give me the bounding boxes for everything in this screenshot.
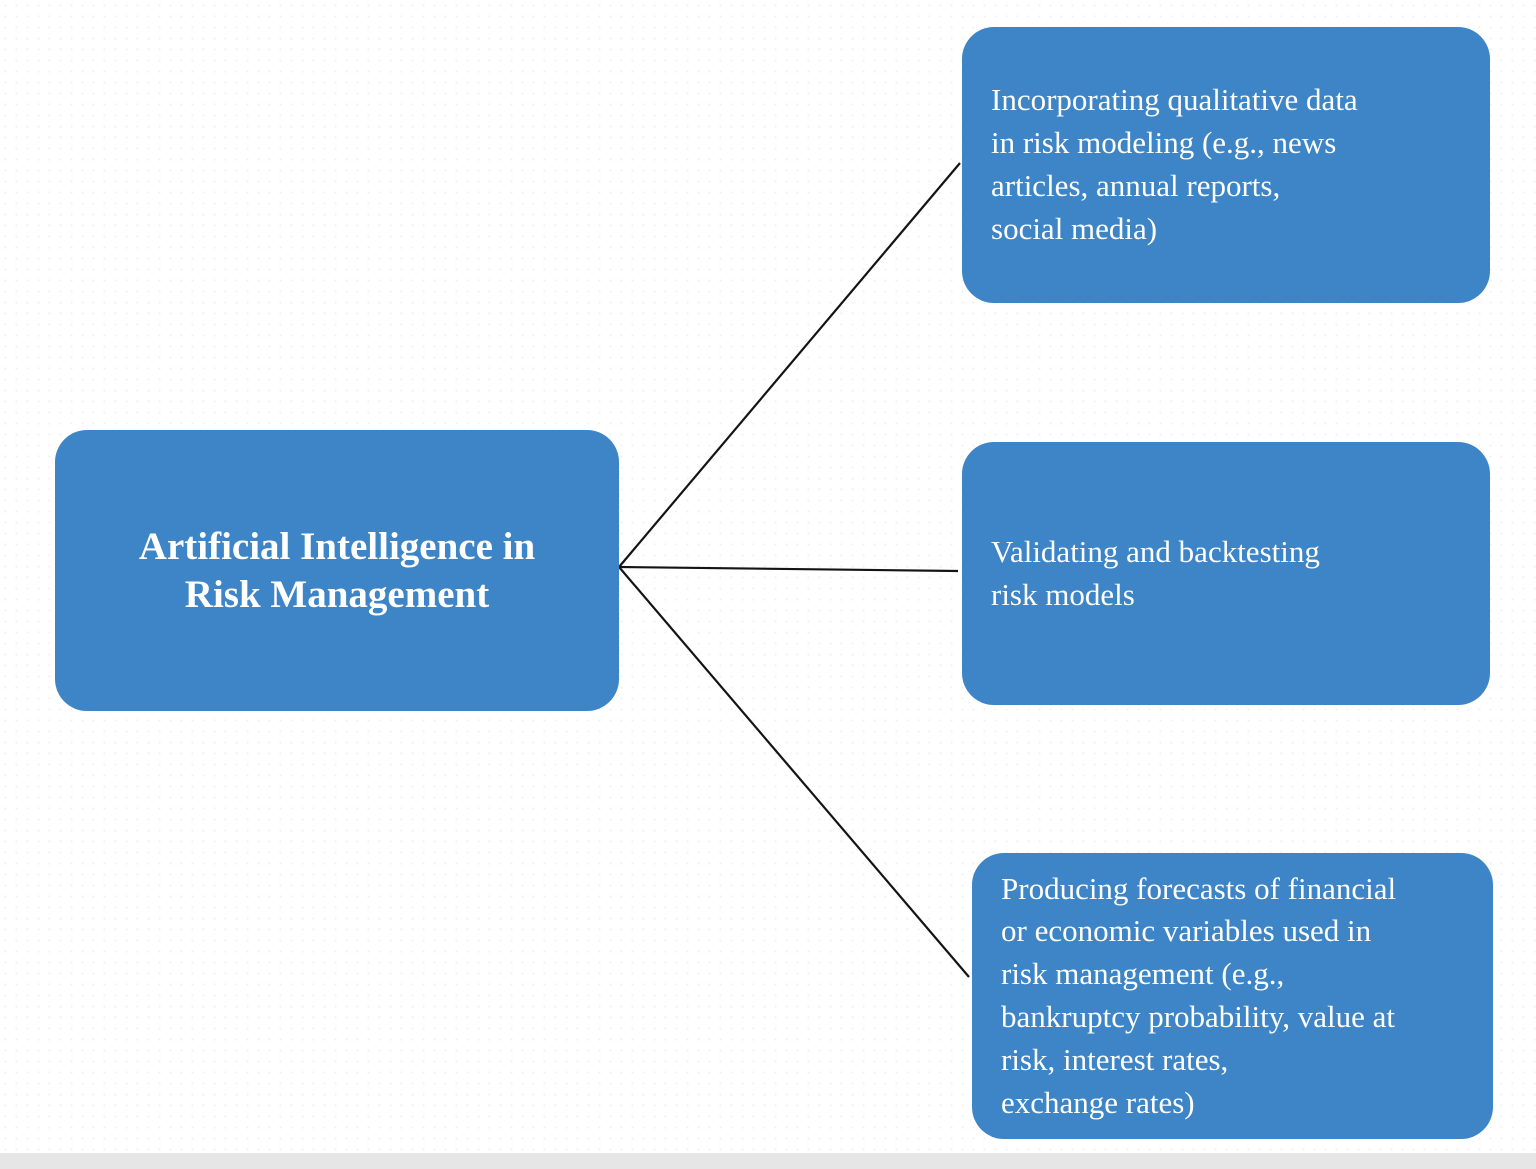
branch-node-qualitative-data: Incorporating qualitative data in risk m…	[962, 27, 1490, 303]
branch-node-text-line: risk models	[991, 576, 1135, 612]
root-node-ai-risk-management: Artificial Intelligence in Risk Manageme…	[55, 430, 619, 711]
branch-node-text-line: risk management (e.g.,	[1001, 956, 1285, 992]
connector-line-top	[618, 162, 961, 568]
branch-node-producing-forecasts: Producing forecasts of financial or econ…	[972, 853, 1493, 1139]
branch-node-text-line: or economic variables used in	[1001, 913, 1372, 949]
branch-node-text-line: Validating and backtesting	[991, 533, 1320, 569]
branch-node-text-line: risk, interest rates,	[1001, 1041, 1229, 1077]
root-node-text-line: Artificial Intelligence in	[138, 524, 536, 568]
branch-node-text-line: exchange rates)	[1001, 1084, 1195, 1120]
connector-line-middle	[618, 565, 959, 573]
branch-node-text-line: articles, annual reports,	[991, 168, 1281, 203]
branch-node-text-line: Producing forecasts of financial	[1001, 870, 1397, 906]
branch-node-validating-backtesting: Validating and backtesting risk models	[962, 442, 1490, 705]
branch-node-text-line: in risk modeling (e.g., news	[991, 125, 1337, 161]
bottom-gray-bar	[0, 1153, 1536, 1169]
branch-node-text-line: Incorporating qualitative data	[991, 82, 1358, 118]
connector-line-bottom	[618, 566, 970, 978]
branch-node-text-line: bankruptcy probability, value at	[1001, 999, 1395, 1034]
root-node-text-line: Risk Management	[184, 572, 490, 616]
branch-node-text-line: social media)	[991, 210, 1158, 246]
